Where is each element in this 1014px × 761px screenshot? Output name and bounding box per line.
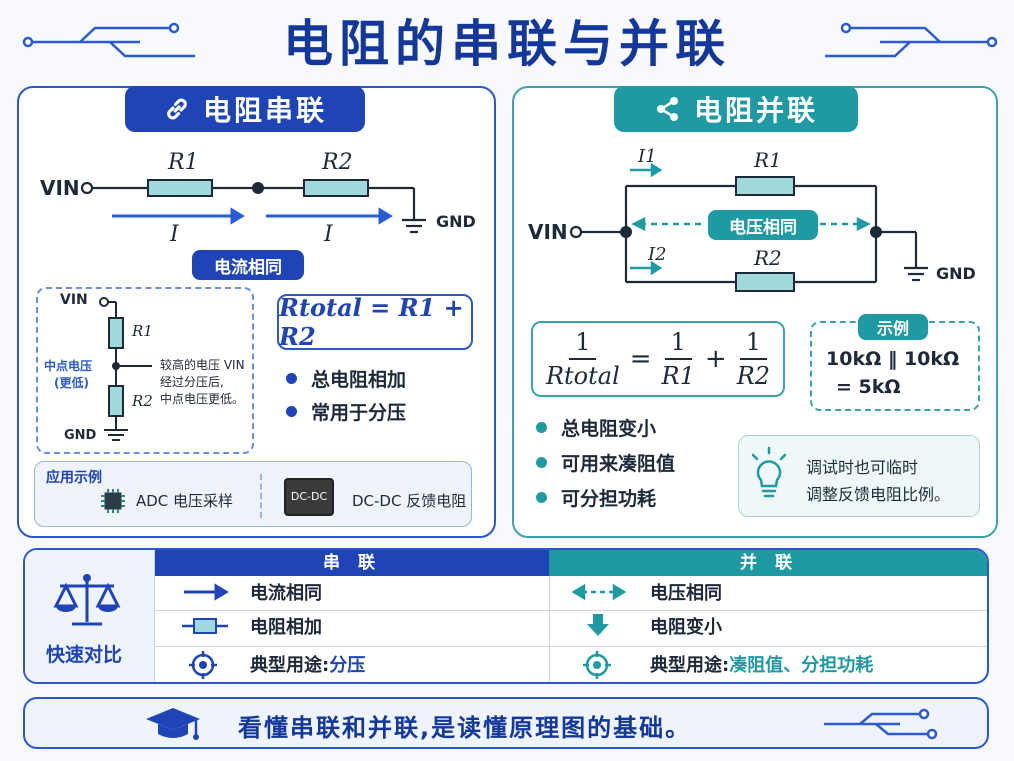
graduation-cap-icon (146, 708, 200, 740)
example-line-1: 10kΩ ‖ 10kΩ (826, 348, 960, 370)
divider-resistor-r1 (108, 317, 124, 349)
parallel-formula-box: 1 Rtotal = 1 R1 + 1 R2 (531, 321, 785, 397)
target-icon (583, 651, 611, 679)
parallel-vin-label: VIN (528, 220, 568, 244)
parallel-bullet-1: 总电阻变小 (536, 414, 656, 441)
arrow-down-icon (587, 614, 609, 636)
series-formula: Rtotal = R1 + R2 (279, 293, 464, 351)
apps-divider (260, 474, 262, 518)
formula-term-r2: 1 R2 (736, 328, 771, 390)
balance-scale-icon (53, 574, 121, 626)
series-current-label-1: I (170, 222, 179, 247)
resistor-icon (182, 618, 228, 634)
compare-series-row-2: 电阻相加 (250, 617, 322, 638)
series-formula-box: Rtotal = R1 + R2 (277, 293, 473, 351)
divider-midpoint (112, 362, 120, 370)
divider-note-3: 中点电压更低。 (160, 392, 245, 406)
link-icon (167, 98, 187, 120)
apps-item-1: ADC 电压采样 (136, 492, 234, 510)
parallel-circuit (569, 162, 928, 292)
parallel-voltage-badge: 电压相同 (708, 210, 818, 240)
circuit-trace-decoration-right (825, 22, 998, 58)
parallel-r1-label: R1 (754, 148, 782, 172)
divider-resistor-r2 (108, 385, 124, 417)
circuit-trace-decoration-left (22, 22, 195, 58)
divider-r2-label: R2 (132, 392, 153, 410)
circuit-trace-decoration-footer (824, 708, 938, 740)
compare-parallel-use: 典型用途:凑阻值、分担功耗 (650, 655, 874, 676)
series-header: 电阻串联 (125, 86, 365, 132)
series-bullet-1: 总电阻相加 (286, 365, 406, 392)
compare-table (23, 548, 989, 684)
double-arrow-icon (572, 583, 626, 601)
apps-item-2: DC-DC 反馈电阻 (352, 492, 467, 510)
series-current-badge: 电流相同 (192, 250, 304, 280)
divider-r1-label: R1 (132, 322, 153, 340)
compare-parallel-row-1: 电压相同 (650, 583, 722, 604)
junction-node (252, 182, 264, 194)
divider-mid-label-1: 中点电压 (44, 359, 93, 373)
series-bullet-2: 常用于分压 (286, 398, 406, 425)
parallel-i2-label: I2 (648, 244, 667, 265)
parallel-bullet-2: 可用来凑阻值 (536, 449, 675, 476)
tip-line-2: 调整反馈电阻比例。 (806, 485, 951, 504)
formula-lhs: 1 Rtotal (545, 328, 620, 390)
divider-note-1: 较高的电压 VIN (160, 358, 245, 372)
series-gnd-label: GND (436, 212, 476, 231)
compare-label: 快速对比 (46, 644, 123, 666)
compare-series-row-1: 电流相同 (250, 583, 322, 604)
divider-gnd-label: GND (64, 428, 97, 443)
example-line-2: = 5kΩ (836, 376, 901, 398)
chip-icon (101, 489, 125, 513)
parallel-bullet-3: 可分担功耗 (536, 484, 656, 511)
divider-vin-label: VIN (60, 292, 88, 308)
divider-note-2: 经过分压后, (160, 375, 224, 389)
share-icon (656, 97, 678, 121)
series-r1-label: R1 (168, 150, 199, 175)
lightbulb-icon (751, 446, 787, 498)
series-header-label: 电阻串联 (202, 94, 327, 127)
resistor-r2 (303, 179, 369, 197)
series-circuit (80, 179, 426, 234)
divider-circuit (99, 297, 152, 441)
parallel-r2-label: R2 (754, 246, 782, 270)
formula-term-r1: 1 R1 (661, 328, 695, 390)
target-icon (189, 651, 217, 679)
apps-title: 应用示例 (46, 470, 102, 486)
parallel-header-label: 电阻并联 (693, 94, 818, 127)
divider-mid-label-2: (更低) (54, 376, 89, 390)
parallel-resistor-r1 (735, 176, 795, 196)
dcdc-chip-icon: DC-DC (284, 478, 334, 516)
parallel-i1-label: I1 (638, 146, 657, 167)
series-r2-label: R2 (322, 150, 353, 175)
example-title: 示例 (858, 314, 928, 340)
series-current-label-2: I (324, 222, 333, 247)
resistor-r1 (147, 179, 213, 197)
parallel-gnd-label: GND (936, 264, 976, 283)
compare-parallel-row-2: 电阻变小 (650, 617, 722, 638)
page-title: 电阻的串联与并联 (283, 15, 731, 73)
compare-col-parallel: 并 联 (740, 553, 798, 573)
footer-text: 看懂串联和并联,是读懂原理图的基础。 (238, 714, 692, 742)
divider-box (36, 287, 254, 454)
compare-series-use: 典型用途:分压 (250, 655, 366, 676)
arrow-right-icon (184, 583, 229, 601)
compare-col-series: 串 联 (323, 553, 381, 573)
parallel-header: 电阻并联 (614, 86, 858, 132)
tip-line-1: 调试时也可临时 (806, 458, 919, 477)
parallel-resistor-r2 (735, 272, 795, 292)
series-vin-label: VIN (40, 176, 80, 200)
